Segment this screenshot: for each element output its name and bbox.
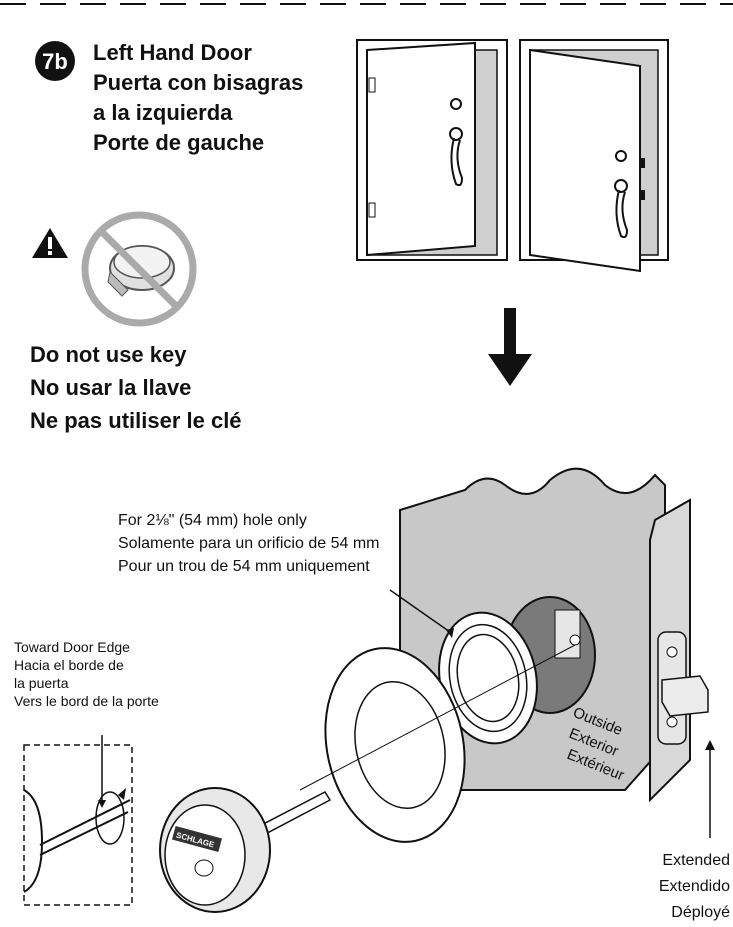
rose-plate xyxy=(324,647,466,843)
step-badge: 7b xyxy=(35,41,75,81)
deadbolt-assembly-illustration: Outside Exterior Extérieur SCHLAGE xyxy=(23,467,715,913)
warning-triangle-icon xyxy=(32,228,68,258)
door-inside-view xyxy=(356,39,508,261)
bolt-note-line: Extendido xyxy=(658,878,730,895)
warning-text: Do not use key No usar la llave Ne pas u… xyxy=(30,338,242,437)
dashed-cut-line xyxy=(0,3,733,5)
edge-note-line: Toward Door Edge xyxy=(14,639,130,655)
down-arrow-icon xyxy=(488,308,532,386)
edge-note-line: Hacia el borde de xyxy=(14,657,124,673)
adapter-collar xyxy=(438,611,538,745)
door-outside-view xyxy=(519,39,669,273)
hole-note-line: Pour un trou de 54 mm uniquement xyxy=(118,558,370,575)
step-title: Left Hand Door Puerta con bisagras a la … xyxy=(93,38,303,158)
bolt-note-line: Déployé xyxy=(671,904,730,921)
warning-line: Do not use key xyxy=(30,342,187,367)
rotation-inset xyxy=(23,744,133,906)
exterior-cylinder: SCHLAGE xyxy=(159,787,271,913)
hole-leader xyxy=(389,589,451,633)
hole-note-line: Solamente para un orificio de 54 mm xyxy=(118,535,380,552)
left-hand-door-illustrations xyxy=(356,39,669,273)
step-title-line: a la izquierda xyxy=(93,100,233,125)
hole-size-note: For 2⅛" (54 mm) hole only Solamente para… xyxy=(118,509,379,578)
bolt-note-line: Extended xyxy=(662,852,730,869)
no-key-icon xyxy=(81,211,197,327)
warning-line: Ne pas utiliser le clé xyxy=(30,408,242,433)
step-badge-label: 7b xyxy=(42,49,68,74)
step-title-line: Puerta con bisagras xyxy=(93,70,304,95)
deadbolt-icon xyxy=(450,98,462,110)
edge-note-line: Vers le bord de la porte xyxy=(14,693,159,709)
edge-note-line: la puerta xyxy=(14,675,69,691)
door-edge-note: Toward Door Edge Hacia el borde de la pu… xyxy=(14,638,159,710)
step-title-line: Left Hand Door xyxy=(93,40,252,65)
warning-line: No usar la llave xyxy=(30,375,192,400)
step-title-line: Porte de gauche xyxy=(93,130,265,155)
bolt-extended-note: Extended Extendido Déployé xyxy=(560,848,730,926)
hole-note-line: For 2⅛" (54 mm) hole only xyxy=(118,512,307,529)
handle-icon xyxy=(449,127,463,141)
